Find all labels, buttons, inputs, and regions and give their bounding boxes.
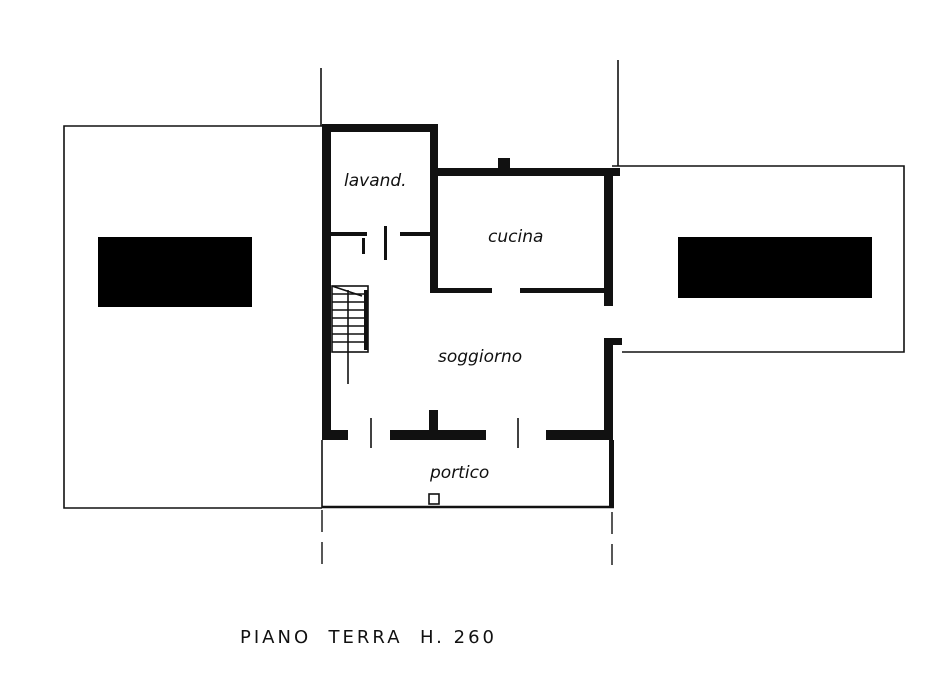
interior-walls: [331, 172, 606, 293]
room-label-cucina: cucina: [488, 227, 543, 247]
staircase: [331, 285, 369, 384]
boundary-axis-right: [611, 60, 619, 565]
adjacent-property-right: [612, 165, 905, 353]
portico-outline: [321, 440, 614, 509]
door-marks: [370, 418, 519, 448]
redaction-box-right: [678, 237, 872, 298]
exterior-walls: [322, 124, 622, 440]
redaction-box-left: [98, 237, 252, 307]
room-label-lavanderia: lavand.: [344, 171, 407, 191]
room-label-portico: portico: [429, 463, 489, 483]
room-label-soggiorno: soggiorno: [438, 347, 522, 367]
plan-title: PIANO TERRA H. 260: [240, 627, 497, 648]
boundary-axis-left: [320, 68, 323, 572]
adjacent-property-left: [63, 125, 322, 509]
